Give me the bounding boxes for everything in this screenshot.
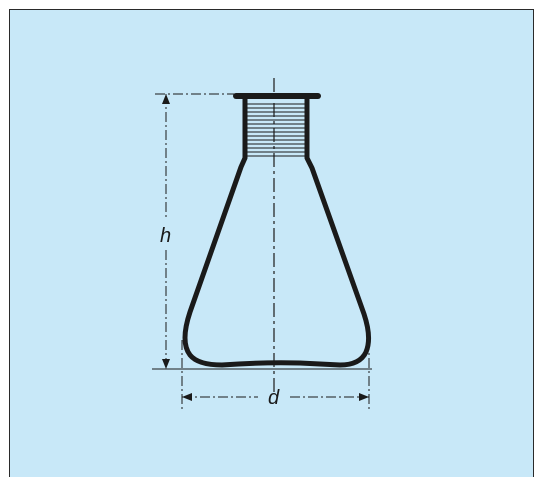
height-arrow-bottom [162,359,170,369]
height-label: h [160,225,171,247]
diagram-panel [9,9,534,477]
diameter-label: d [268,387,280,409]
diameter-arrow-left [182,393,192,401]
flask-outline [182,95,372,368]
height-arrow-top [162,94,170,104]
diameter-arrow-right [359,393,369,401]
neck-thread-lines [247,103,307,157]
